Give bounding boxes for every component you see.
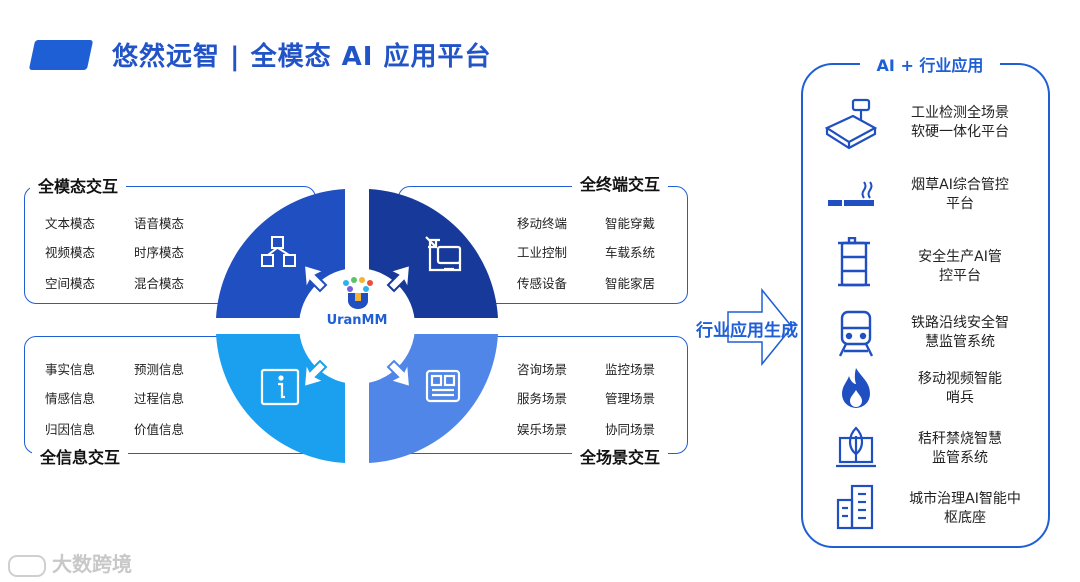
- app-tobacco-control-line2: 平台: [946, 196, 974, 212]
- title-accent-bar: [28, 40, 94, 70]
- app-railway-monitoring: 铁路沿线安全智 慧监管系统: [890, 314, 1030, 352]
- app-tobacco-control-line1: 烟草AI综合管控: [911, 177, 1009, 193]
- app-railway-monitoring-line1: 铁路沿线安全智: [911, 315, 1009, 331]
- barrel-icon: [838, 237, 870, 287]
- dashboard-icon: [425, 369, 461, 403]
- fire-icon: [842, 368, 870, 408]
- center-quadrant-diagram: [216, 189, 498, 463]
- item-predict-info: 预测信息: [134, 362, 185, 377]
- panel-title-scene: 全场景交互: [572, 444, 669, 468]
- app-city-governance-line2: 枢底座: [944, 510, 986, 526]
- arrow-to-top-right: [386, 263, 412, 293]
- cubes-icon: [261, 236, 296, 267]
- screen-arrow-icon: [425, 236, 462, 272]
- app-industrial-inspection: 工业检测全场景 软硬一体化平台: [890, 104, 1030, 142]
- watermark-text: 大数跨境: [52, 552, 132, 576]
- item-text-modality: 文本模态: [45, 216, 96, 231]
- center-circle: [299, 268, 415, 384]
- arrow-to-top-left: [302, 263, 328, 293]
- app-mobile-video-sentinel: 移动视频智能 哨兵: [890, 370, 1030, 408]
- app-railway-monitoring-line2: 慧监管系统: [925, 334, 995, 350]
- panel-title-terminal: 全终端交互: [572, 171, 669, 195]
- app-industrial-inspection-line1: 工业检测全场景: [911, 105, 1009, 121]
- app-mobile-video-sentinel-line1: 移动视频智能: [918, 371, 1002, 387]
- item-manage-scene: 管理场景: [605, 391, 656, 406]
- item-value-info: 价值信息: [134, 422, 185, 437]
- industrial-scanner-icon: [824, 98, 878, 150]
- watermark: 大数跨境: [8, 548, 132, 577]
- center-label: UranMM: [326, 313, 388, 328]
- cigarette-icon: [828, 181, 874, 206]
- arrow-to-bottom-right: [386, 359, 412, 389]
- app-tobacco-control: 烟草AI综合管控 平台: [890, 176, 1030, 214]
- item-mixed-modality: 混合模态: [134, 276, 185, 291]
- quadrant-bottom-right: [369, 334, 498, 463]
- building-icon: [836, 484, 874, 530]
- item-timeseries-modality: 时序模态: [134, 245, 185, 260]
- item-industrial-control: 工业控制: [517, 245, 568, 260]
- app-straw-burning: 秸秆禁烧智慧 监管系统: [890, 430, 1030, 468]
- item-smart-home: 智能家居: [605, 276, 656, 291]
- uranmm-logo-icon: [343, 277, 373, 309]
- app-mobile-video-sentinel-line2: 哨兵: [946, 390, 974, 406]
- item-sensor-device: 传感设备: [517, 276, 568, 291]
- app-city-governance: 城市治理AI智能中 枢底座: [890, 490, 1040, 528]
- app-safety-production: 安全生产AI管 控平台: [890, 248, 1030, 286]
- generation-arrow-icon: [727, 287, 793, 367]
- panel-title-info: 全信息交互: [32, 444, 129, 468]
- generation-label: 行业应用生成: [696, 321, 798, 341]
- item-process-info: 过程信息: [134, 391, 185, 406]
- item-collab-scene: 协同场景: [605, 422, 656, 437]
- item-mobile-terminal: 移动终端: [517, 216, 568, 231]
- item-spatial-modality: 空间模态: [45, 276, 96, 291]
- item-wearable: 智能穿戴: [605, 216, 656, 231]
- quadrant-top-right: [369, 189, 498, 318]
- item-attribution-info: 归因信息: [45, 422, 96, 437]
- applications-title: AI + 行业应用: [860, 52, 1000, 76]
- plant-icon: [836, 426, 876, 468]
- app-city-governance-line1: 城市治理AI智能中: [909, 491, 1021, 507]
- quadrant-bottom-left: [216, 334, 345, 463]
- app-straw-burning-line1: 秸秆禁烧智慧: [918, 431, 1002, 447]
- page-title: 悠然远智 | 全模态 AI 应用平台: [112, 42, 492, 72]
- item-service-scene: 服务场景: [517, 391, 568, 406]
- app-straw-burning-line2: 监管系统: [932, 450, 988, 466]
- panel-title-multimodal: 全模态交互: [30, 173, 127, 197]
- app-safety-production-line1: 安全生产AI管: [918, 249, 1002, 265]
- item-consult-scene: 咨询场景: [517, 362, 568, 377]
- item-monitor-scene: 监控场景: [605, 362, 656, 377]
- train-icon: [838, 310, 874, 357]
- watermark-logo-icon: [8, 554, 46, 577]
- item-vehicle-system: 车载系统: [605, 245, 656, 260]
- item-voice-modality: 语音模态: [134, 216, 185, 231]
- item-entertainment-scene: 娱乐场景: [517, 422, 568, 437]
- item-video-modality: 视频模态: [45, 245, 96, 260]
- app-industrial-inspection-line2: 软硬一体化平台: [911, 124, 1009, 140]
- item-emotion-info: 情感信息: [45, 391, 96, 406]
- quadrant-top-left: [216, 189, 345, 318]
- app-safety-production-line2: 控平台: [939, 268, 981, 284]
- arrow-to-bottom-left: [302, 359, 328, 389]
- info-icon: [260, 368, 300, 406]
- item-fact-info: 事实信息: [45, 362, 96, 377]
